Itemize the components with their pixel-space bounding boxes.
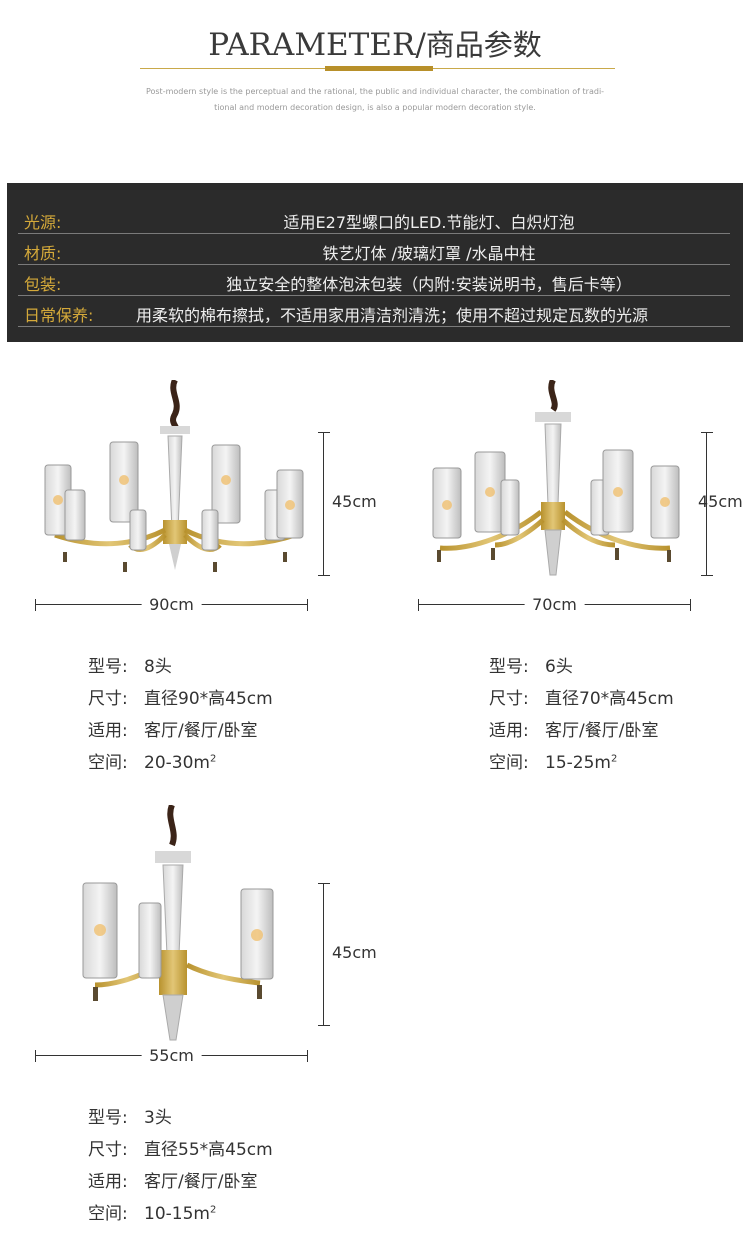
use-row: 适用:客厅/餐厅/卧室 [88, 1172, 258, 1192]
spec-value: 铁艺灯体 /玻璃灯罩 /水晶中柱 [322, 244, 536, 263]
model-row: 型号:6头 [489, 657, 573, 677]
use-value: 客厅/餐厅/卧室 [144, 1172, 258, 1192]
height-label: 45cm [698, 492, 743, 511]
product-info-6-head: 型号:6头 尺寸:直径70*高45cm 适用:客厅/餐厅/卧室 空间:15-25… [489, 652, 674, 780]
spec-value: 适用E27型螺口的LED.节能灯、白炽灯泡 [283, 213, 575, 232]
model-value: 6头 [545, 657, 573, 677]
spec-value: 用柔软的棉布擦拭，不适用家用清洁剂清洗；使用不超过规定瓦数的光源 [136, 306, 649, 325]
title-en: PARAMETER/ [208, 27, 426, 63]
size-row: 尺寸:直径55*高45cm [88, 1140, 273, 1160]
size-value: 直径70*高45cm [545, 689, 674, 709]
size-value: 直径55*高45cm [144, 1140, 273, 1160]
space-value: 10-15m [144, 1204, 210, 1224]
page-title: PARAMETER/商品参数 [0, 22, 750, 64]
subtitle-line-1: Post-modern style is the perceptual and … [145, 87, 605, 96]
spec-value: 独立安全的整体泡沫包装（内附:安装说明书，售后卡等） [226, 275, 632, 294]
height-label: 45cm [332, 492, 377, 511]
space-row: 空间:10-15m2 [88, 1204, 217, 1224]
subtitle-line-2: tional and modern decoration design, is … [214, 103, 536, 112]
height-dimension-3-head: 45cm [318, 883, 377, 1026]
space-row: 空间:15-25m2 [489, 753, 618, 773]
height-dimension-6-head: 45cm [698, 432, 743, 576]
spec-key: 材质: [24, 244, 62, 263]
title-accent-bar [325, 66, 433, 71]
product-info-3-head: 型号:3头 尺寸:直径55*高45cm 适用:客厅/餐厅/卧室 空间:10-15… [88, 1103, 273, 1231]
model-value: 3头 [144, 1108, 172, 1128]
product-info-8-head: 型号:8头 尺寸:直径90*高45cm 适用:客厅/餐厅/卧室 空间:20-30… [88, 652, 273, 780]
spec-key: 日常保养: [24, 306, 94, 325]
spec-row-material: 材质: 铁艺灯体 /玻璃灯罩 /水晶中柱 [18, 234, 730, 265]
size-row: 尺寸:直径90*高45cm [88, 689, 273, 709]
size-value: 直径90*高45cm [144, 689, 273, 709]
chandelier-6-head-image [432, 380, 680, 576]
chandelier-8-head-image [44, 380, 304, 572]
chandelier-3-head-image [82, 805, 274, 1041]
use-value: 客厅/餐厅/卧室 [545, 721, 659, 741]
spec-key: 包装: [24, 275, 62, 294]
width-dimension-3-head: 55cm [35, 1046, 308, 1065]
spec-row-packaging: 包装: 独立安全的整体泡沫包装（内附:安装说明书，售后卡等） [18, 265, 730, 296]
use-row: 适用:客厅/餐厅/卧室 [88, 721, 258, 741]
size-row: 尺寸:直径70*高45cm [489, 689, 674, 709]
spec-row-light-source: 光源: 适用E27型螺口的LED.节能灯、白炽灯泡 [18, 203, 730, 234]
spec-panel: 光源: 适用E27型螺口的LED.节能灯、白炽灯泡 材质: 铁艺灯体 /玻璃灯罩… [7, 183, 743, 342]
width-dimension-8-head: 90cm [35, 595, 308, 614]
width-dimension-6-head: 70cm [418, 595, 691, 614]
spec-key: 光源: [24, 213, 62, 232]
spec-row-maintenance: 日常保养: 用柔软的棉布擦拭，不适用家用清洁剂清洗；使用不超过规定瓦数的光源 [18, 296, 730, 327]
height-dimension-8-head: 45cm [318, 432, 377, 576]
space-value: 15-25m [545, 753, 611, 773]
space-unit-sup: 2 [610, 753, 618, 765]
space-value: 20-30m [144, 753, 210, 773]
space-unit-sup: 2 [209, 753, 217, 765]
space-row: 空间:20-30m2 [88, 753, 217, 773]
model-row: 型号:8头 [88, 657, 172, 677]
title-zh: 商品参数 [425, 28, 542, 62]
width-label: 90cm [141, 595, 202, 614]
use-value: 客厅/餐厅/卧室 [144, 721, 258, 741]
use-row: 适用:客厅/餐厅/卧室 [489, 721, 659, 741]
width-label: 70cm [524, 595, 585, 614]
model-row: 型号:3头 [88, 1108, 172, 1128]
width-label: 55cm [141, 1046, 202, 1065]
model-value: 8头 [144, 657, 172, 677]
height-label: 45cm [332, 943, 377, 962]
space-unit-sup: 2 [209, 1204, 217, 1216]
